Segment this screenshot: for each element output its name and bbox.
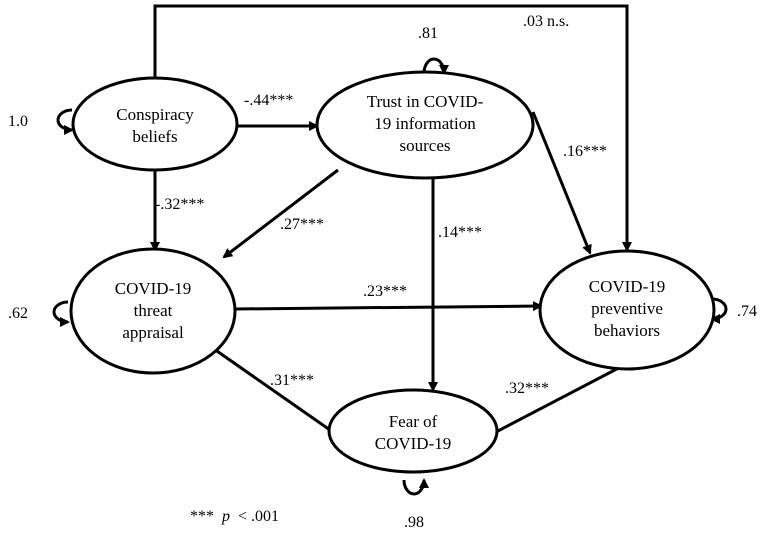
node-trust-information-sources xyxy=(315,70,535,180)
path-fear-to-threat xyxy=(202,340,331,432)
node-fear-label-1: Fear of xyxy=(389,412,438,431)
variance-loop-preventive xyxy=(710,297,728,324)
coef-conspiracy-trust: -.44*** xyxy=(244,92,293,109)
node-trust-label-3: sources xyxy=(400,136,451,155)
variance-trust: .81 xyxy=(418,25,438,42)
node-conspiracy-beliefs xyxy=(71,76,239,172)
node-preventive-behaviors xyxy=(538,249,716,371)
coef-threat-preventive: .23*** xyxy=(363,283,407,300)
variance-loop-trust xyxy=(422,57,449,75)
coef-conspiracy-preventive: .03 n.s. xyxy=(523,13,569,30)
coef-conspiracy-threat: -.32*** xyxy=(155,196,204,213)
variance-loop-conspiracy xyxy=(56,108,74,135)
variance-threat: .62 xyxy=(8,305,28,322)
coef-fear-threat: .31*** xyxy=(270,372,314,389)
node-conspiracy-label-2: beliefs xyxy=(132,127,177,146)
note-stars: *** xyxy=(190,508,214,525)
paths xyxy=(150,4,634,434)
coef-fear-preventive: .32*** xyxy=(505,380,549,397)
node-trust-label-1: Trust in COVID- xyxy=(367,92,484,111)
node-trust-label-2: 19 information xyxy=(374,114,476,133)
coef-trust-preventive: .16*** xyxy=(563,143,607,160)
path-trust-to-preventive xyxy=(531,111,592,255)
variance-preventive: .74 xyxy=(737,303,757,320)
node-preventive-label-3: behaviors xyxy=(594,321,660,340)
node-preventive-label-2: preventive xyxy=(591,299,663,318)
node-conspiracy-label-1: Conspiracy xyxy=(116,105,194,124)
note-p: p xyxy=(221,508,230,525)
variance-values: 1.0 .62 .81 .98 .74 xyxy=(8,25,757,531)
node-threat-appraisal xyxy=(69,247,237,375)
path-conspiracy-to-preventive xyxy=(153,4,632,252)
note-rest: < .001 xyxy=(234,508,279,525)
significance-note: *** p < .001 xyxy=(190,508,279,525)
node-threat-label-2: threat xyxy=(134,301,173,320)
variance-loops xyxy=(52,57,728,496)
path-fear-to-preventive xyxy=(495,359,634,434)
coef-trust-threat: .27*** xyxy=(280,216,324,233)
node-threat-label-3: appraisal xyxy=(122,323,184,342)
variance-conspiracy: 1.0 xyxy=(8,113,28,130)
variance-fear: .98 xyxy=(404,514,424,531)
nodes xyxy=(69,70,716,474)
path-threat-to-preventive xyxy=(234,301,543,312)
path-trust-to-threat xyxy=(222,168,339,259)
path-coefficients: .03 n.s. -.44*** -.32*** .27*** .14*** .… xyxy=(155,13,607,397)
node-preventive-label-1: COVID-19 xyxy=(589,277,666,296)
variance-loop-threat xyxy=(52,300,70,327)
node-fear-label-2: COVID-19 xyxy=(375,434,452,453)
coef-trust-fear: .14*** xyxy=(438,224,482,241)
variance-loop-fear xyxy=(402,478,429,496)
node-labels: Conspiracy beliefs Trust in COVID- 19 in… xyxy=(115,92,666,453)
node-threat-label-1: COVID-19 xyxy=(115,279,192,298)
node-fear-of-covid xyxy=(327,388,499,474)
